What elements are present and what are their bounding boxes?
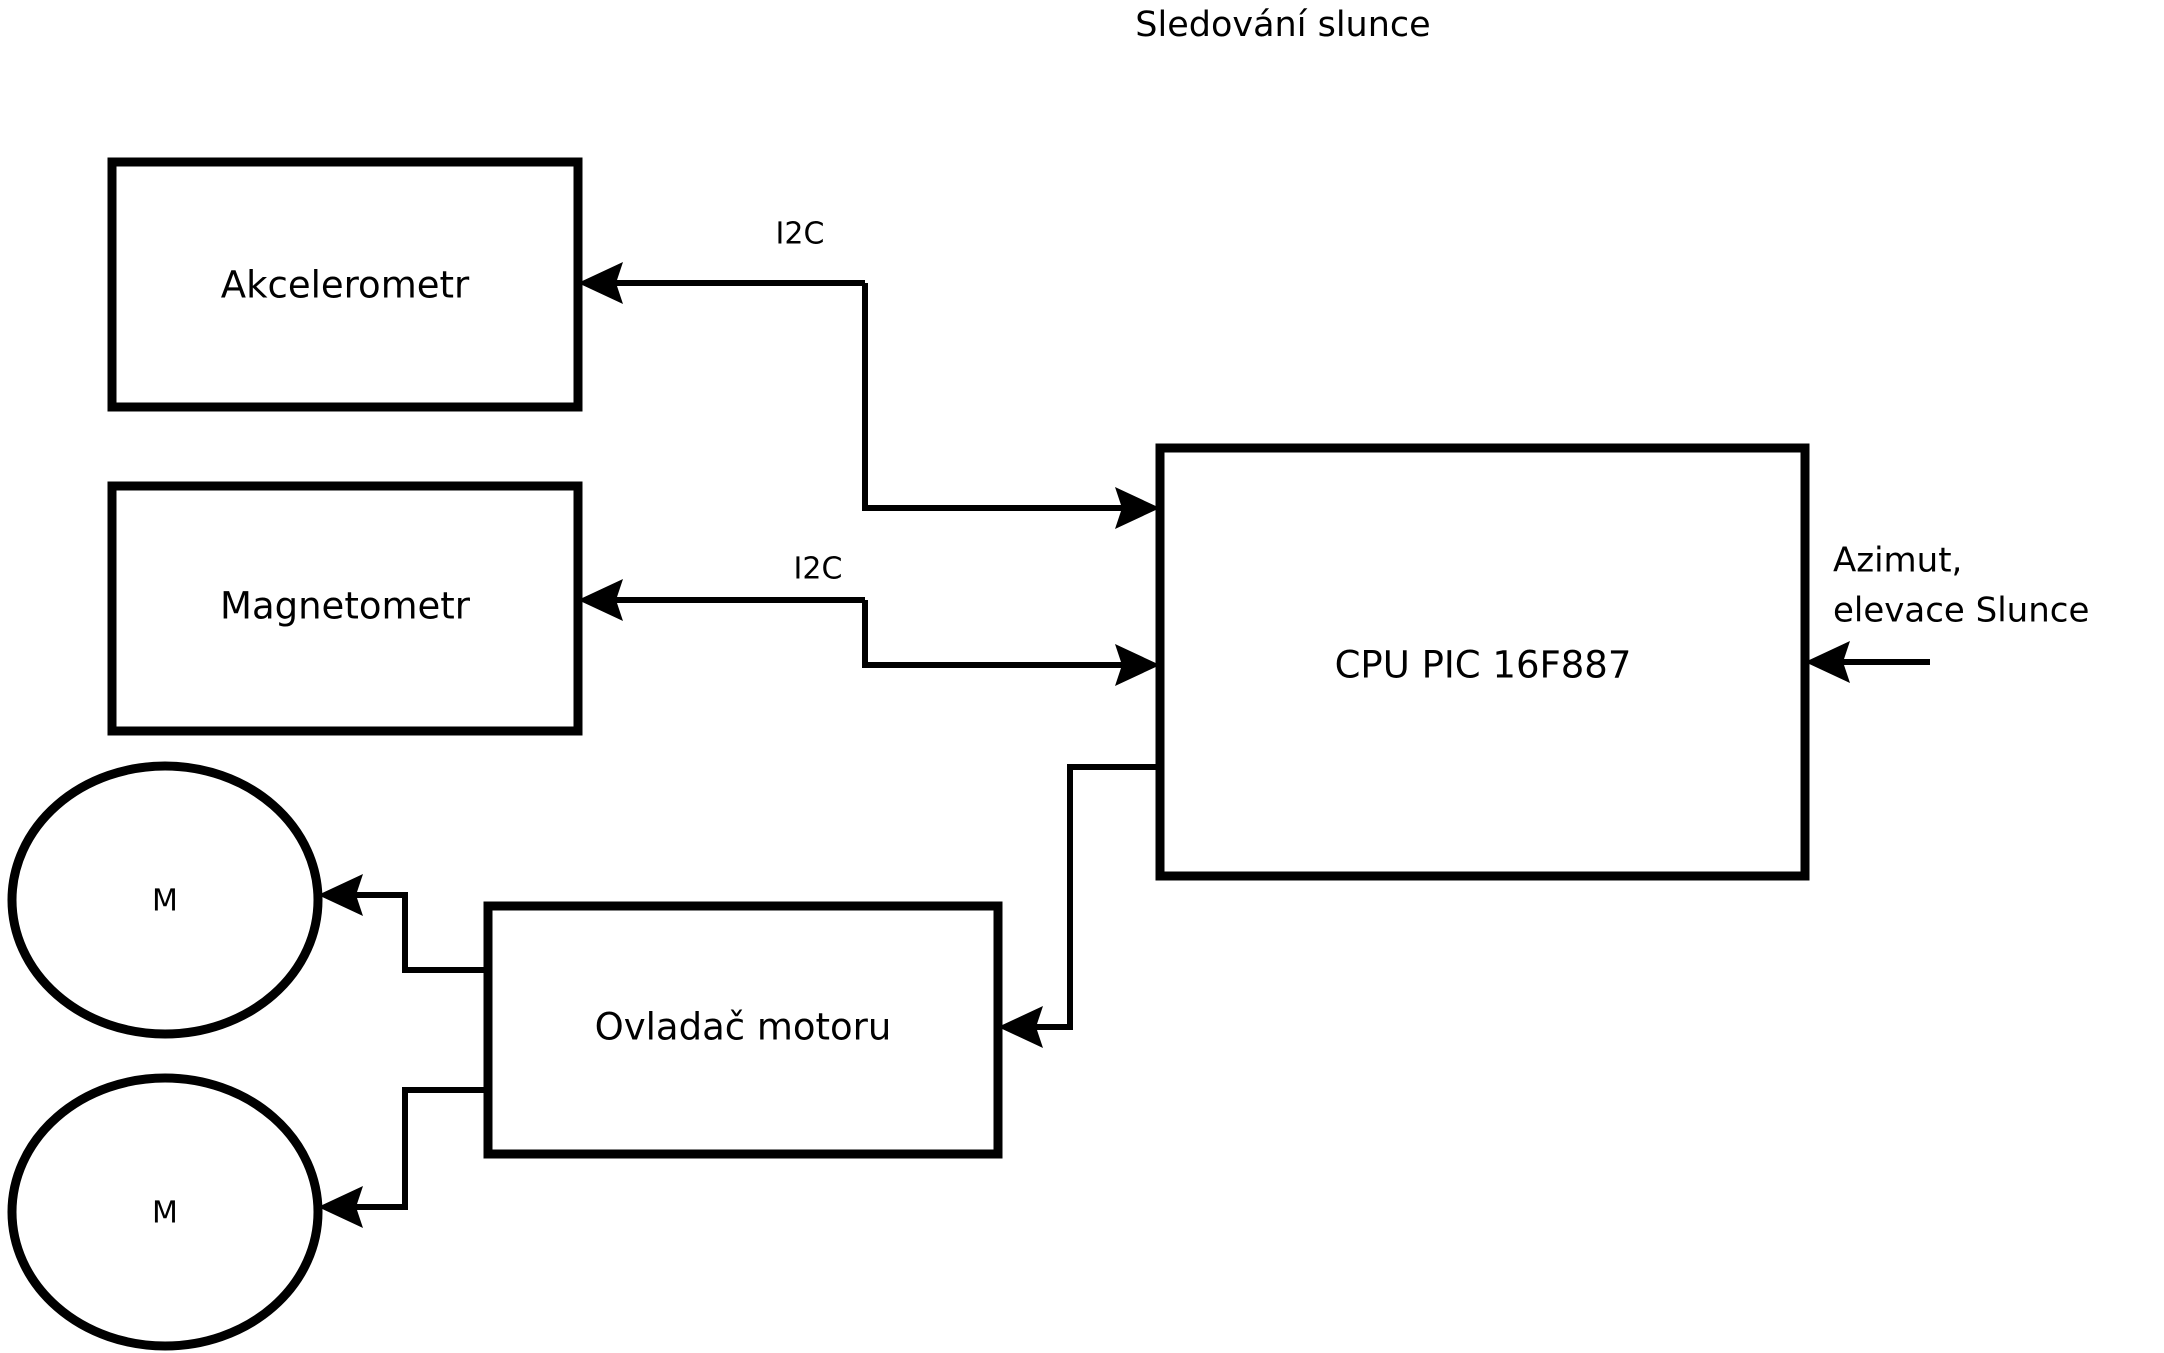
- node-magnetometer-label: Magnetometr: [220, 585, 471, 628]
- arrowhead-motor-top-in: [318, 874, 363, 916]
- arrowhead-cpu-in-accelerometer: [1115, 487, 1160, 529]
- node-cpu-label: CPU PIC 16F887: [1335, 644, 1632, 687]
- arrowhead-cpu-in-magnetometer: [1115, 644, 1160, 686]
- diagram-title: Sledování slunce: [1135, 5, 1430, 45]
- node-motor-driver-label: Ovladač motoru: [595, 1006, 892, 1049]
- edge-label-i2c-accelerometer: I2C: [776, 217, 825, 252]
- external-input-label-line2: elevace Slunce: [1833, 591, 2089, 631]
- connector-motor-driver-to-motor-bottom: [340, 1087, 488, 1210]
- node-cpu-box[interactable]: [1155, 443, 1810, 881]
- node-accelerometer-box[interactable]: [107, 157, 583, 412]
- arrowhead-cpu-sun-input: [1805, 641, 1850, 683]
- arrowhead-motor-bottom-in: [318, 1186, 363, 1228]
- connector-motor-driver-to-motor-top: [340, 892, 488, 973]
- node-motor-top-circle[interactable]: [7, 761, 323, 1039]
- arrowhead-accelerometer-in: [578, 262, 623, 304]
- node-motor-bottom-label: M: [152, 1196, 178, 1231]
- node-motor-top-label: M: [152, 884, 178, 919]
- node-motor-driver-box[interactable]: [483, 901, 1003, 1159]
- connector-magnetometer-to-cpu: [862, 600, 1138, 668]
- arrowhead-motor-driver-in: [998, 1006, 1043, 1048]
- node-magnetometer-box[interactable]: [107, 481, 583, 736]
- arrowhead-magnetometer-in: [578, 579, 623, 621]
- edge-label-i2c-magnetometer: I2C: [794, 552, 843, 587]
- node-accelerometer-label: Akcelerometr: [221, 264, 470, 307]
- external-input-label-line1: Azimut,: [1833, 541, 1962, 581]
- connector-accelerometer-to-cpu: [862, 283, 1138, 511]
- node-motor-bottom-circle[interactable]: [7, 1073, 323, 1351]
- connector-cpu-to-motor-driver: [1020, 764, 1160, 1030]
